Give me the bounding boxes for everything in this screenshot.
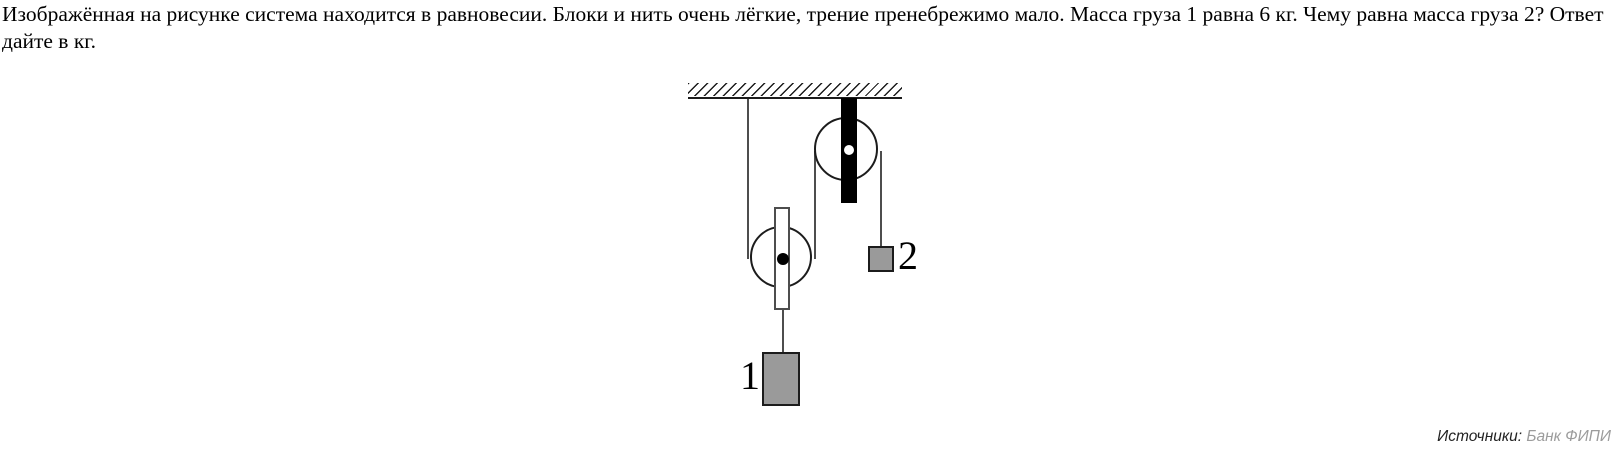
load-1-label: 1 (740, 353, 760, 398)
pulley-system-diagram: 1 2 (688, 83, 928, 413)
load-2-box (868, 246, 894, 272)
source-value: Банк ФИПИ (1522, 428, 1611, 445)
source-line: Источники: Банк ФИПИ (1437, 427, 1611, 447)
rope-right-segment (880, 151, 882, 246)
load-1-box (762, 352, 800, 406)
ceiling-hatch-icon (688, 83, 902, 99)
load-2-label: 2 (898, 233, 918, 278)
rope-middle-segment (814, 151, 816, 259)
rope-bottom-segment (782, 310, 784, 353)
source-label: Источники: (1437, 428, 1523, 445)
rope-left-segment (747, 99, 749, 259)
question-text: Изображённая на рисунке система находитс… (2, 2, 1604, 53)
movable-pulley-axle-icon (777, 253, 789, 265)
fixed-pulley-axle-hole-icon (844, 145, 854, 155)
